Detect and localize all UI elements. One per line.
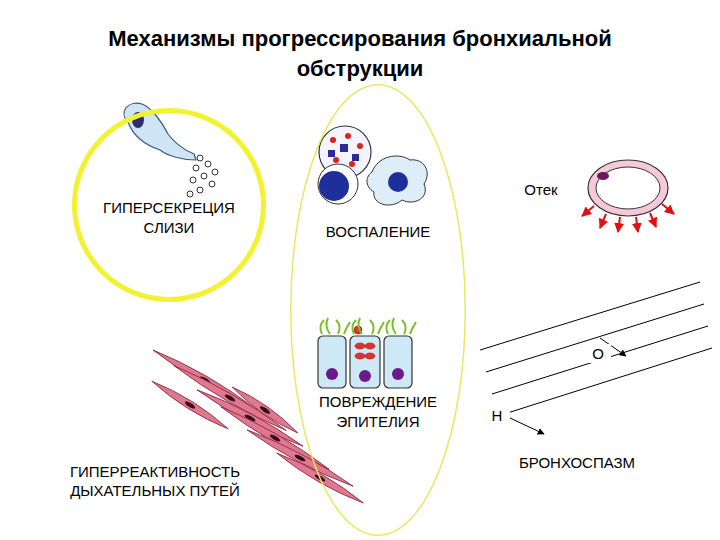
title: Механизмы прогрессирования бронхиальной … (80, 24, 640, 84)
bronchospasm-lines (480, 282, 712, 434)
epithelium (318, 318, 416, 388)
node-text: ВОСПАЛЕНИЕ (303, 222, 453, 242)
label: БРОНХОСПАЗМ (500, 453, 654, 472)
ellipse-region: ВОСПАЛЕНИЕ ПОВРЕЖДЕНИЕ ЭПИТЕЛИЯ (290, 84, 466, 536)
label: О (585, 344, 611, 363)
label: ГИПЕРРЕАКТИВНОСТЬ ДЫХАТЕЛЬНЫХ ПУТЕЙ (28, 462, 282, 500)
vessel-edema (582, 160, 674, 232)
circle-region: ГИПЕРСЕКРЕЦИЯ СЛИЗИ (72, 108, 266, 302)
node-text: ГИПЕРСЕКРЕЦИЯ СЛИЗИ (84, 198, 254, 238)
inflammatory-cells (318, 126, 427, 205)
node-text: ПОВРЕЖДЕНИЕ ЭПИТЕЛИЯ (303, 392, 453, 432)
label: Отек (516, 180, 566, 199)
region-outline (290, 84, 466, 536)
label: Н (484, 406, 510, 425)
